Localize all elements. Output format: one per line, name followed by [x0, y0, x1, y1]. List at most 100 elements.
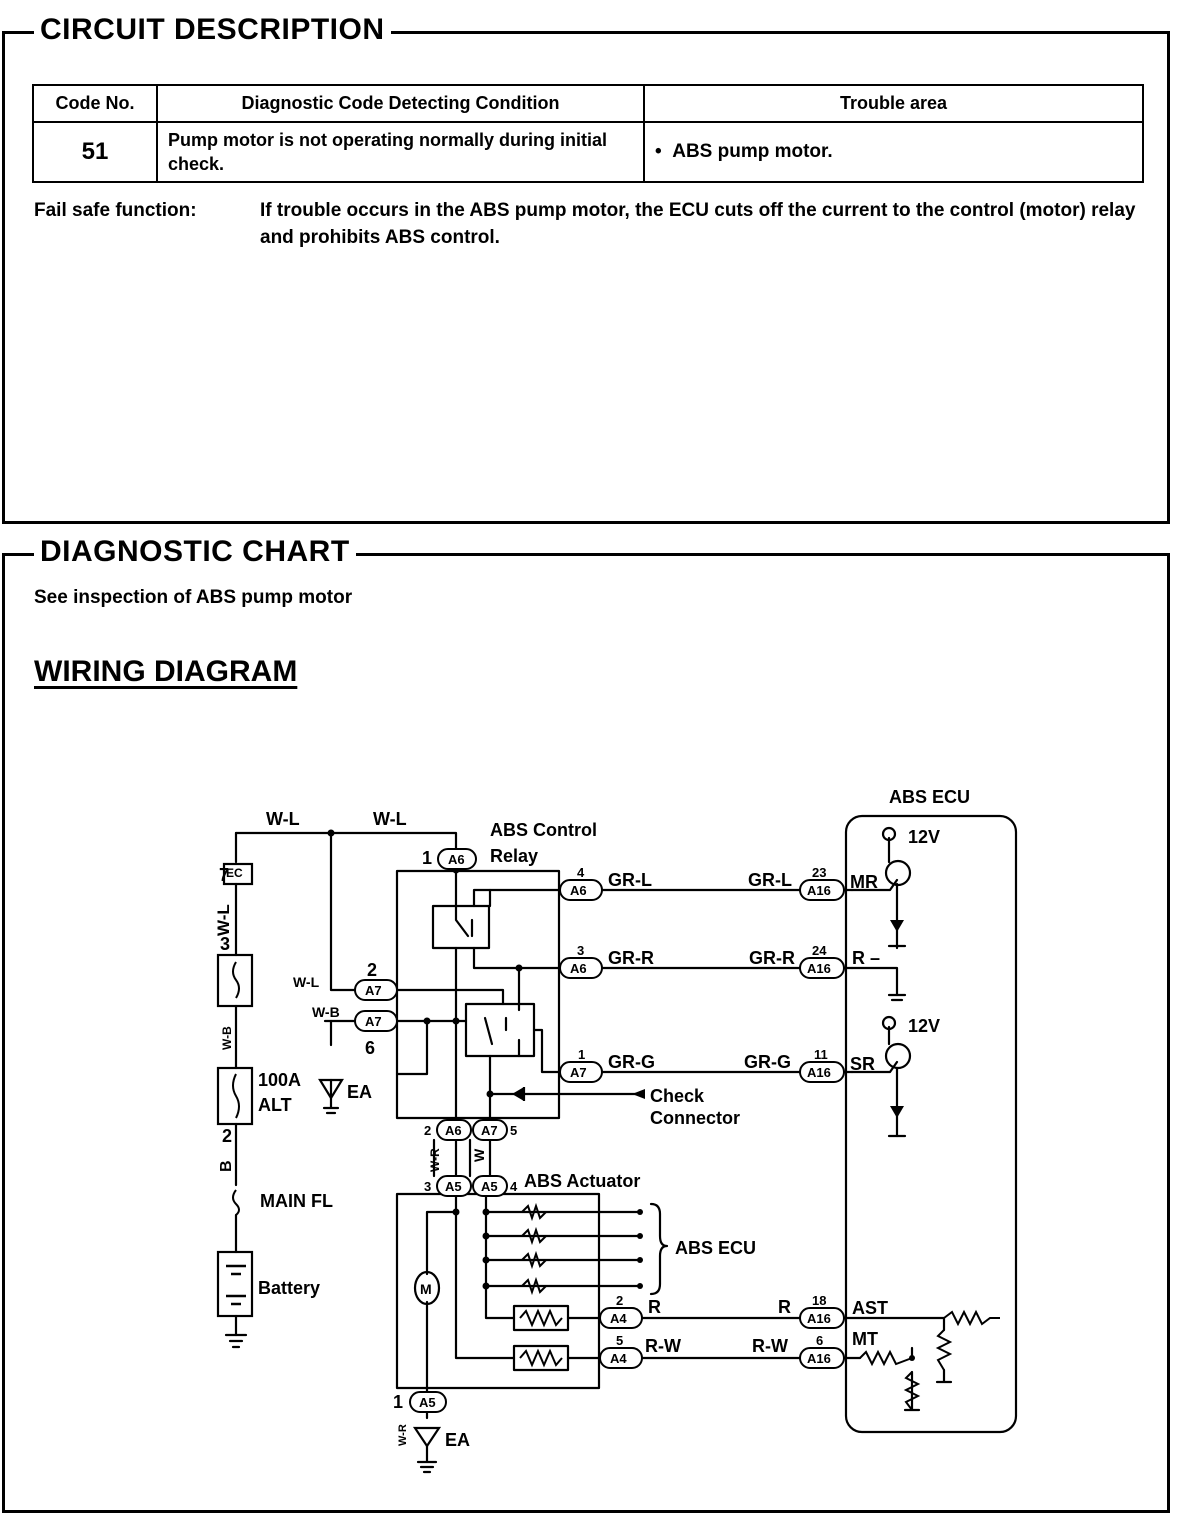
pump-motor-icon [413, 1270, 441, 1306]
col-header-trouble-area: Trouble area [643, 84, 1144, 123]
connector-a4-2 [599, 1307, 643, 1329]
table-row: 51 Pump motor is not operating normally … [32, 121, 1144, 183]
label-abs-control-relay-2: Relay [490, 846, 538, 866]
label-connector: Connector [650, 1108, 740, 1128]
conn-label-a7: A7 [481, 1123, 498, 1138]
conn-label-a16: A16 [807, 1065, 831, 1080]
wire-label-w-b-side: W-B [312, 1004, 340, 1020]
abs-ecu-box [844, 814, 1018, 1434]
fuse-100a-alt [216, 1066, 254, 1126]
pin-a7-6: 6 [365, 1038, 375, 1058]
wiring-diagram-title: WIRING DIAGRAM [34, 655, 298, 688]
conn-label-a16: A16 [807, 961, 831, 976]
pin-ecu-11: 11 [814, 1047, 828, 1062]
wire-label-r-w-2: R-W [752, 1336, 788, 1356]
conn-label-a16: A16 [807, 883, 831, 898]
circuit-description-title: CIRCUIT DESCRIPTION [34, 13, 391, 47]
code-cell: 51 [32, 121, 158, 183]
col-header-condition: Diagnostic Code Detecting Condition [156, 84, 645, 123]
conn-label-a5: A5 [445, 1179, 462, 1194]
label-100a: 100A [258, 1070, 301, 1090]
diagnostic-code-table: Code No. Diagnostic Code Detecting Condi… [32, 84, 1144, 183]
abs-control-relay-box [395, 869, 561, 1120]
connector-a6-4 [559, 879, 603, 901]
condition-cell: Pump motor is not operating normally dur… [156, 121, 645, 183]
pin-a5-4: 4 [510, 1179, 518, 1194]
pin-a7-2: 2 [367, 960, 377, 980]
col-header-code: Code No. [32, 84, 158, 123]
check-connector-arrow-icon [632, 1089, 645, 1099]
wire-label-w-l-side: W-L [293, 974, 320, 990]
pin-a7-1: 1 [578, 1047, 585, 1062]
connector-a7-1 [559, 1061, 603, 1083]
ea-ground-bottom-icon [412, 1426, 442, 1448]
wire-label-gr-g-2: GR-G [744, 1052, 791, 1072]
wire-label-w-b-vertical: W-B [220, 1026, 234, 1050]
pin-ecu-18: 18 [812, 1293, 826, 1308]
diagnostic-chart-box [2, 553, 1170, 1513]
pin-3: 3 [220, 934, 230, 954]
connector-a16-23 [799, 879, 845, 901]
connector-a6-top [437, 848, 477, 870]
pin-a5-1: 1 [393, 1392, 403, 1412]
label-abs-ecu: ABS ECU [889, 787, 970, 807]
pin-a6-4: 4 [577, 865, 585, 880]
wire-label-b: B [218, 1160, 235, 1172]
connector-a16-18 [799, 1307, 845, 1329]
label-12v-mid: 12V [908, 1016, 940, 1036]
diode-mr-icon [890, 920, 904, 932]
12v-mid-icon [881, 1015, 897, 1031]
pin-a6-bottom: 2 [424, 1123, 431, 1138]
connector-a7-6 [354, 1010, 398, 1032]
pin-a6-3: 3 [577, 943, 584, 958]
pin-a4-2: 2 [616, 1293, 623, 1308]
conn-label-a5: A5 [419, 1395, 436, 1410]
wire-label-w-l-2: W-L [373, 809, 407, 829]
connector-a16-24 [799, 957, 845, 979]
label-motor: M [420, 1281, 432, 1297]
label-main-fl: MAIN FL [260, 1191, 333, 1211]
wire-w-l-top [234, 831, 458, 851]
pin-a4-5: 5 [616, 1333, 623, 1348]
conn-label-a7: A7 [570, 1065, 587, 1080]
label-abs-actuator: ABS Actuator [524, 1171, 640, 1191]
connector-a7-bottom [472, 1119, 508, 1141]
conn-label-a16: A16 [807, 1351, 831, 1366]
pin-a6-top: 1 [422, 848, 432, 868]
circuit-description-box [2, 31, 1170, 524]
wire-label-w-l-1: W-L [266, 809, 300, 829]
wire-label-gr-l-1: GR-L [608, 870, 652, 890]
wire-label-gr-r-1: GR-R [608, 948, 654, 968]
pin-a5-3: 3 [424, 1179, 431, 1194]
label-battery: Battery [258, 1278, 320, 1298]
connector-a6-3 [559, 957, 603, 979]
conn-label-a6: A6 [445, 1123, 462, 1138]
conn-label-a6: A6 [570, 961, 587, 976]
wire-label-w-r-2: W-R [397, 1424, 409, 1446]
diagnostic-chart-text: See inspection of ABS pump motor [34, 587, 353, 608]
label-ec: EC [226, 866, 243, 880]
diode-icon [512, 1087, 524, 1101]
fuse-w-l [216, 953, 254, 1008]
label-abs-ecu-sub: ABS ECU [675, 1238, 756, 1258]
ground-battery [224, 1333, 248, 1349]
battery-symbol [216, 1250, 254, 1318]
bullet-icon: • [655, 141, 673, 162]
wire-label-gr-g-1: GR-G [608, 1052, 655, 1072]
label-mt: MT [852, 1329, 878, 1349]
conn-label-a4: A4 [610, 1311, 627, 1326]
connector-a6-bottom [436, 1119, 472, 1141]
ea-ground-left-icon [318, 1078, 344, 1101]
label-ea-2: EA [445, 1430, 470, 1450]
diagnostic-chart-title: DIAGNOSTIC CHART [34, 535, 356, 569]
label-12v-top: 12V [908, 827, 940, 847]
connector-a16-11 [799, 1061, 845, 1083]
label-abs-control-relay-1: ABS Control [490, 820, 597, 840]
wire-label-r-w-1: R-W [645, 1336, 681, 1356]
12v-top-icon [881, 826, 897, 842]
wire-label-gr-r-2: GR-R [749, 948, 795, 968]
table-header-row: Code No. Diagnostic Code Detecting Condi… [32, 84, 1144, 123]
label-r-minus: R – [852, 948, 880, 968]
pin-a7-bottom: 5 [510, 1123, 517, 1138]
conn-label-a5: A5 [481, 1179, 498, 1194]
